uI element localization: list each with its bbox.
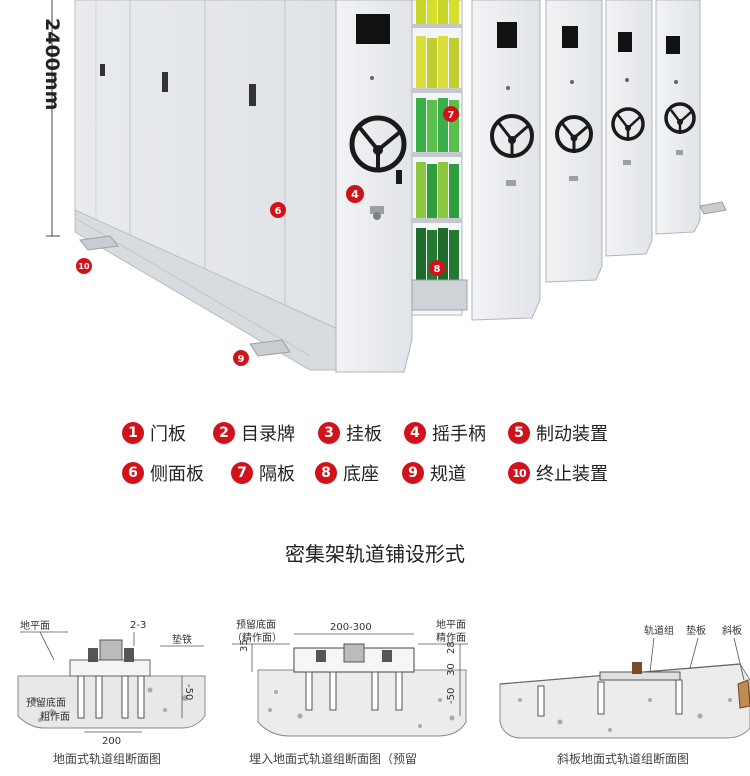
brake-knob-icon [370,206,384,220]
section-title: 密集架轨道铺设形式 [285,542,465,566]
handwheel-icon [555,115,593,153]
callout-9: 9 [233,350,249,366]
catalog-plate [356,14,390,44]
folder-row [416,162,459,218]
svg-text:2-3: 2-3 [130,620,146,631]
legend-label: 摇手柄 [432,424,486,445]
svg-text:精作面: 精作面 [436,631,466,644]
legend-item-3: 3 挂板 [318,418,382,448]
callout-7: 7 [443,106,459,122]
svg-text:-50: -50 [183,684,194,700]
svg-text:垫铁: 垫铁 [172,633,192,646]
height-dimension: 2400mm [41,0,63,237]
svg-text:200-300: 200-300 [330,622,372,633]
door-lock [249,84,256,106]
svg-text:-50: -50 [446,688,457,704]
cabinet-door-block [74,0,341,371]
legend-label: 挂板 [346,424,382,445]
legend-item-7: 7 隔板 [231,458,295,488]
callout-4: 4 [346,185,364,203]
floor-rail-pad [249,339,291,357]
legend-badge: 1 [122,422,144,444]
catalog-plate [618,32,632,52]
legend-label: 规道 [430,464,466,485]
legend-badge: 9 [402,462,424,484]
legend-badge: 7 [231,462,253,484]
legend-item-5: 5 制动装置 [508,418,608,448]
legend-badge: 5 [508,422,530,444]
svg-text:28: 28 [446,641,457,654]
svg-text:6: 6 [275,206,282,217]
floor-rail-pad [79,235,119,251]
end-stop-pad [699,201,727,215]
legend-badge: 10 [508,462,530,484]
legend-badge: 4 [404,422,426,444]
legend-label: 终止装置 [536,464,608,485]
svg-text:地平面: 地平面 [436,618,466,631]
svg-text:（精作面）: （精作面） [232,631,282,644]
folder-row [416,0,459,24]
folder-row [416,98,459,152]
legend-badge: 2 [213,422,235,444]
legend-item-4: 4 摇手柄 [404,418,486,448]
legend-item-10: 10 终止装置 [508,458,608,488]
svg-text:轨道组: 轨道组 [644,624,674,637]
handwheel-icon [611,107,645,141]
side-panel [335,0,413,373]
folder-row [416,36,459,88]
svg-text:4: 4 [351,188,359,201]
legend-badge: 3 [318,422,340,444]
svg-text:7: 7 [448,110,455,121]
caption-surface: 地面式轨道组断面图 [53,751,161,766]
legend-label: 底座 [343,464,379,485]
svg-text:8: 8 [434,264,441,275]
handwheel-icon [664,102,696,134]
legend-item-1: 1 门板 [122,418,186,448]
callout-10: 10 [76,258,92,274]
section-diagram-surface: 地平面 2-3 垫铁 预留底面 粗作面 200 -50 地面式轨道组断面图 [17,619,206,766]
svg-text:预留底面: 预留底面 [236,618,276,631]
legend-badge: 8 [315,462,337,484]
legend-item-2: 2 目录牌 [213,418,295,448]
side-panel-row [471,0,727,321]
door-lock [162,72,168,92]
legend-label: 门板 [150,424,186,445]
legend-label: 侧面板 [150,464,204,485]
legend-label: 制动装置 [536,424,608,445]
legend-item-9: 9 规道 [402,458,466,488]
section-diagram-embedded: 预留底面 （精作面） 200-300 地平面 精作面 35 28 30 -50 … [232,618,468,766]
svg-text:粗作面: 粗作面 [40,711,70,723]
svg-text:垫板: 垫板 [686,624,706,637]
height-label: 2400mm [41,18,63,110]
svg-text:10: 10 [78,262,90,271]
legend-label: 目录牌 [241,424,295,445]
folder-row [416,228,459,280]
legend-item-8: 8 底座 [315,458,379,488]
svg-text:9: 9 [238,354,245,365]
handwheel-icon [490,114,534,158]
catalog-plate [562,26,578,48]
legend-badge: 6 [122,462,144,484]
svg-text:斜板: 斜板 [722,624,742,637]
svg-text:预留底面: 预留底面 [26,696,66,709]
svg-text:30: 30 [446,663,457,676]
shelf-base [411,279,468,311]
svg-text:35: 35 [239,639,250,652]
section-diagram-slope: 轨道组 垫板 斜板 斜板地面式轨道组断面图 [499,624,750,766]
handwheel-icon [349,115,407,184]
svg-text:地平面: 地平面 [20,619,50,632]
callout-6: 6 [270,202,286,218]
door-lock [100,64,105,76]
catalog-plate [666,36,680,54]
legend-label: 隔板 [259,464,295,485]
catalog-plate [497,22,517,48]
callout-8: 8 [429,260,445,276]
svg-text:200: 200 [102,736,121,747]
caption-slope: 斜板地面式轨道组断面图 [557,751,689,766]
caption-embedded: 埋入地面式轨道组断面图（预留 [249,751,417,766]
legend-item-6: 6 侧面板 [122,458,204,488]
